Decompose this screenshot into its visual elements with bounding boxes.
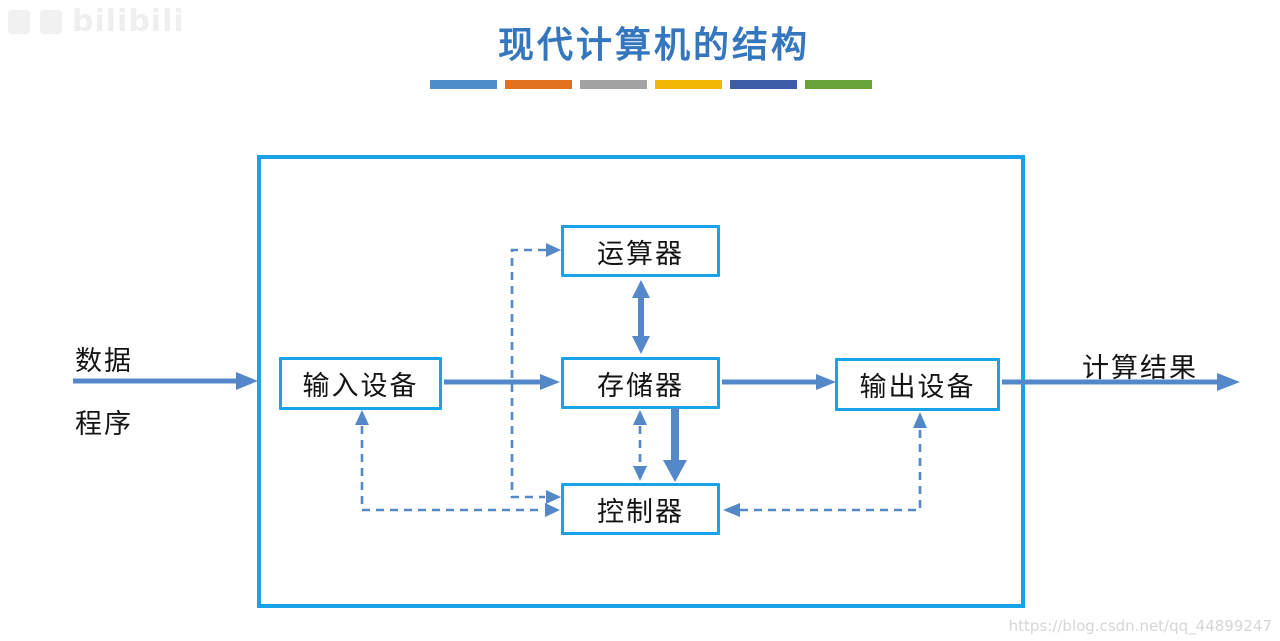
bilibili-watermark: bilibili [8, 4, 185, 39]
node-memory: 存储器 [561, 357, 720, 409]
csdn-url-watermark: https://blog.csdn.net/qq_44899247 [1008, 617, 1272, 635]
node-control-label: 控制器 [597, 496, 684, 528]
watermark-glyph [8, 9, 30, 34]
node-input-label: 输入设备 [302, 371, 419, 402]
label-data: 数据 [75, 346, 133, 377]
divider-bar [430, 80, 497, 89]
divider-bar [505, 80, 572, 89]
node-output-label: 输出设备 [859, 372, 976, 403]
node-alu: 运算器 [561, 225, 720, 277]
node-input-device: 输入设备 [279, 357, 442, 410]
bilibili-logo-text: bilibili [72, 4, 185, 39]
node-output-device: 输出设备 [835, 358, 1000, 411]
divider-bar [730, 80, 797, 89]
page-title: 现代计算机的结构 [497, 24, 810, 66]
node-memory-label: 存储器 [597, 370, 684, 402]
label-program: 程序 [75, 409, 133, 440]
watermark-glyph [40, 9, 62, 34]
node-control-unit: 控制器 [561, 483, 720, 535]
divider-bar [655, 80, 722, 89]
title-divider-bars [430, 80, 872, 89]
label-computation-result: 计算结果 [1082, 353, 1198, 384]
divider-bar [805, 80, 872, 89]
divider-bar [580, 80, 647, 89]
node-alu-label: 运算器 [597, 238, 684, 270]
